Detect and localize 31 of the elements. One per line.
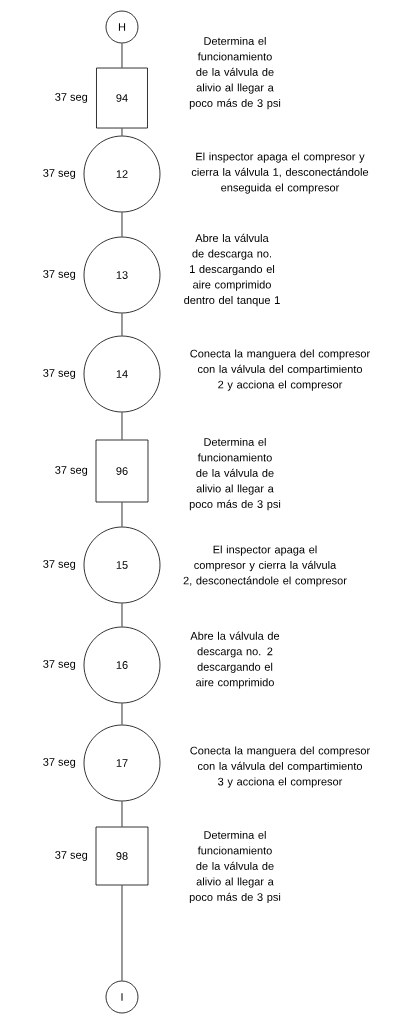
activity-description: Conecta la manguera del compresor con la válvula del compartimiento 2 y acciona el compresor: [190, 349, 370, 391]
time-label: 37 seg: [43, 270, 76, 280]
time-label: 37 seg: [43, 369, 76, 379]
activity-description: Abre la válvula de descarga no. 1 descargando el aire comprimido dentro del tanque 1: [184, 233, 280, 307]
activity-description: El inspector apaga el compresor y cierra la válvula 1, desconectándole enseguida el compresor: [191, 152, 369, 194]
connector-line: [121, 128, 123, 136]
connector-line: [121, 502, 123, 527]
connector-line: [121, 212, 123, 237]
inspection-box: 94: [96, 67, 148, 129]
time-label: 37 seg: [55, 93, 88, 103]
time-label: 37 seg: [43, 169, 76, 179]
connector-line: [121, 43, 123, 69]
inspection-box: 98: [95, 826, 149, 886]
time-label: 37 seg: [43, 758, 76, 768]
connector-line: [121, 412, 123, 440]
connector-line: [121, 703, 123, 725]
time-label: 37 seg: [43, 560, 76, 570]
connector-line: [121, 603, 123, 627]
connector-line: [121, 801, 123, 827]
activity-description: Determina el funcionamiento de la válvula de alivio al llegar a poco más de 3 psi: [189, 437, 281, 511]
time-label: 37 seg: [55, 851, 88, 861]
activity-description: Conecta la manguera del compresor con la válvula del compartimiento 3 y acciona el compresor: [190, 746, 370, 788]
time-label: 37 seg: [43, 660, 76, 670]
activity-description: Determina el funcionamiento de la válvula de alivio al llegar a poco más de 3 psi: [189, 36, 281, 110]
activity-description: Abre la válvula de descarga no. 2 descargando el aire comprimido: [190, 631, 280, 689]
activity-description: Determina el funcionamiento de la válvula de alivio al llegar a poco más de 3 psi: [189, 830, 281, 904]
activity-description: El inspector apaga el compresor y cierra la válvula 2, desconectándole el compresor: [183, 545, 347, 587]
connector-line: [121, 885, 123, 981]
connector-line: [121, 313, 123, 336]
inspection-box: 96: [95, 439, 149, 503]
time-label: 37 seg: [55, 466, 88, 476]
